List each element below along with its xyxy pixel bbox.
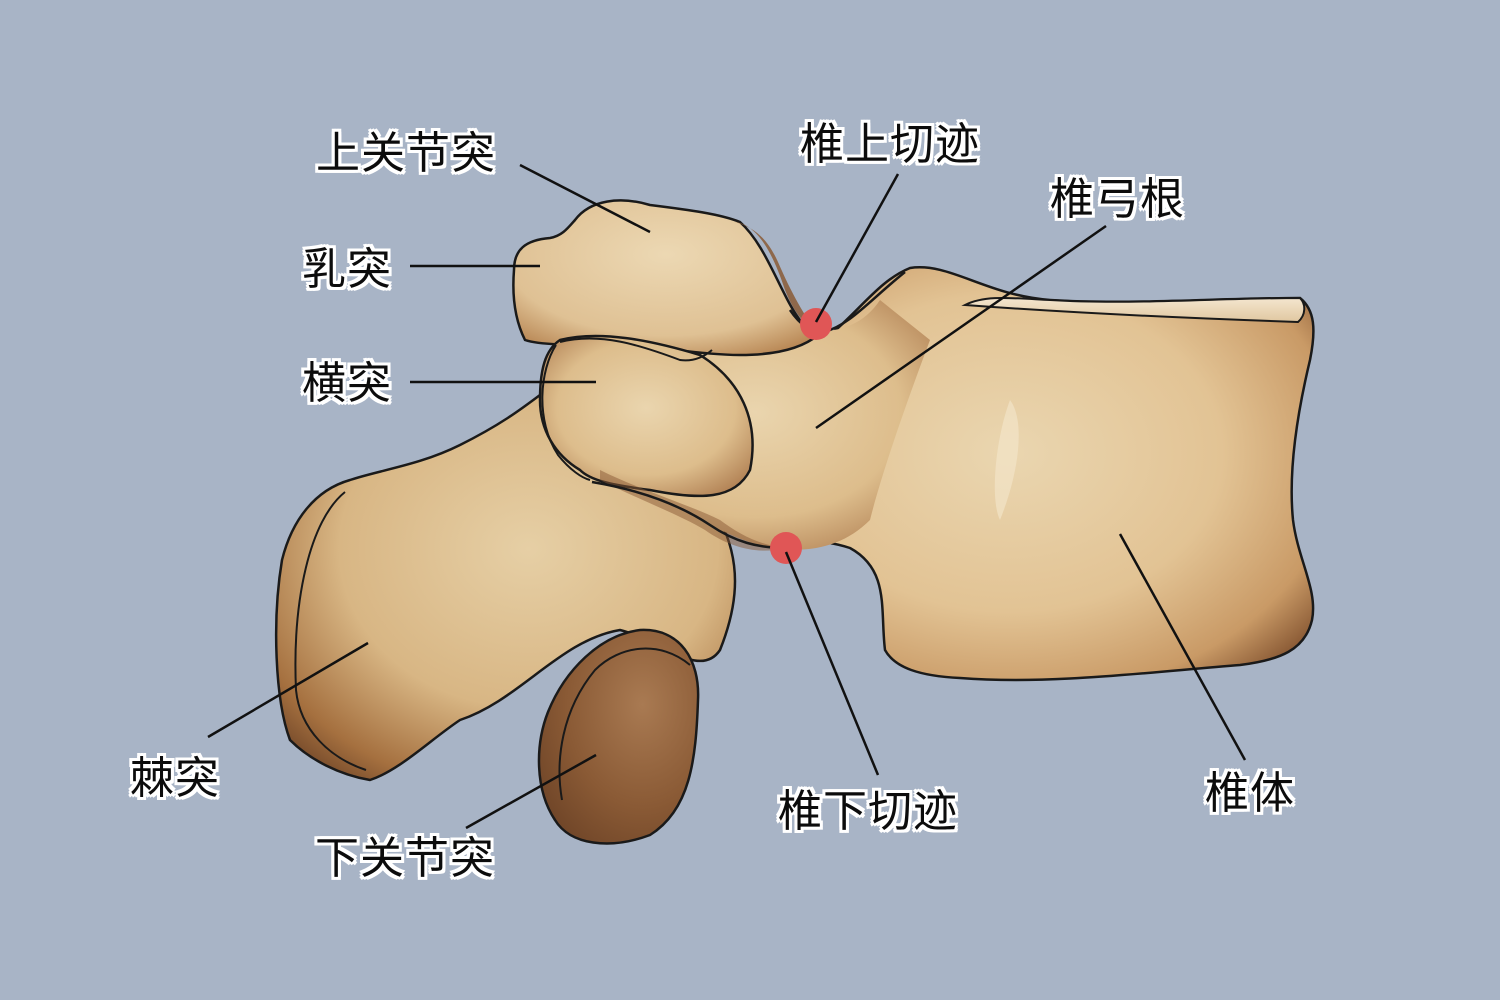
label-pedicle: 椎弓根 [1050,174,1185,225]
inferior-vertebral-notch-marker-dot [770,532,802,564]
label-spinous-process: 棘突 [130,753,220,804]
body-highlight [994,400,1019,520]
label-transverse-process: 横突 [302,358,392,409]
sap-back-edge [735,222,818,332]
spinous-process-leader-line [207,641,369,739]
superior-vertebral-notch-leader-line [814,173,900,323]
superior-articular-process-shape [512,199,821,357]
pedicle-leader-line [815,224,1107,430]
arch-lower-shadow [600,470,785,551]
inferior-facet-rim [558,647,691,801]
label-superior-vertebral-notch: 椎上切迹 [800,119,980,170]
label-inferior-vertebral-notch: 椎下切迹 [778,786,958,837]
spinous-process-shape [274,393,737,782]
vertebral-body-leader-line [1118,533,1247,761]
spinous-rim [294,491,367,771]
superior-vertebral-notch-marker-dot [800,308,832,340]
transverse-process-shape [538,334,754,498]
transverse-upper-contour [559,337,713,362]
body-endplate-rim [961,296,1306,324]
label-inferior-articular-process: 下关节突 [315,833,495,884]
inferior-articular-process-leader-line [465,753,597,830]
label-vertebral-body: 椎体 [1205,768,1295,819]
superior-articular-process-leader-line [519,163,651,234]
arch-lower-contour [591,480,787,550]
inferior-articular-process-shape [537,628,700,845]
inferior-vertebral-notch-leader-line [784,551,880,776]
label-superior-articular-process: 上关节突 [316,128,496,179]
transverse-rim [541,344,591,481]
label-mammillary-process: 乳突 [302,244,392,295]
